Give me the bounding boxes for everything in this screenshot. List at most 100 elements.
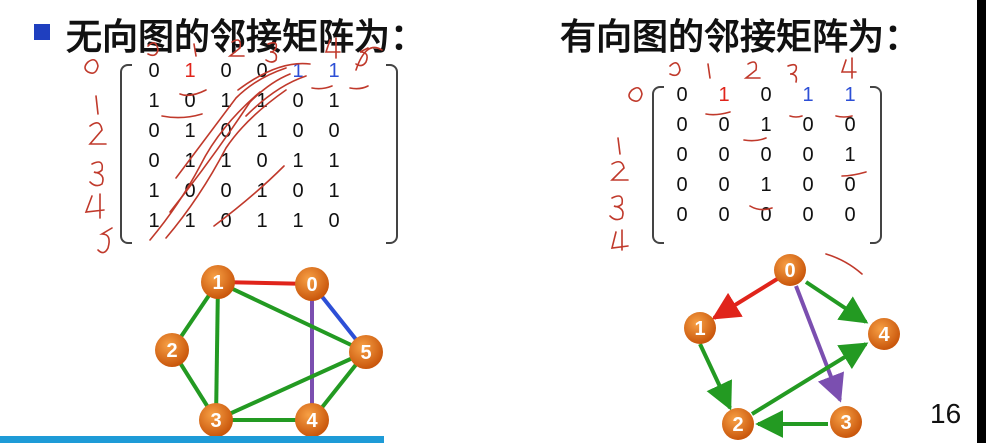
- svg-text:1: 1: [212, 272, 223, 294]
- undirected-matrix-cell-3-0: 0: [148, 150, 160, 172]
- undirected-matrix-cell-1-2: 1: [220, 90, 232, 112]
- directed-matrix-cell-0-1: 1: [718, 84, 730, 106]
- directed-matrix-cell-2-3: 0: [802, 144, 814, 166]
- handwritten-annotations: [84, 37, 867, 275]
- node-3: 3: [199, 403, 233, 437]
- svg-text:0: 0: [306, 274, 317, 296]
- undirected-matrix-cell-3-5: 1: [328, 150, 340, 172]
- undirected-matrix-cell-1-4: 0: [292, 90, 304, 112]
- node-2: 2: [155, 333, 189, 367]
- directed-matrix-cell-1-3: 0: [802, 114, 814, 136]
- undirected-matrix-cell-4-3: 1: [256, 180, 268, 202]
- directed-matrix-cell-4-0: 0: [676, 204, 688, 226]
- undirected-matrix-cell-0-1: 1: [184, 60, 196, 82]
- undirected-matrix-cell-5-3: 1: [256, 210, 268, 232]
- svg-text:5: 5: [360, 342, 371, 364]
- svg-text:4: 4: [306, 410, 318, 432]
- node-0: 0: [774, 254, 806, 286]
- directed-matrix-cell-4-4: 0: [844, 204, 856, 226]
- undirected-matrix-cell-1-1: 0: [184, 90, 196, 112]
- undirected-matrix-cell-2-2: 0: [220, 120, 232, 142]
- directed-heading: 有向图的邻接矩阵为：: [560, 17, 921, 58]
- arc-0-4: [804, 280, 869, 324]
- edge-1-3: [214, 281, 220, 421]
- directed-matrix-left-bracket: [652, 86, 664, 244]
- undirected-matrix-cell-0-3: 0: [256, 60, 268, 82]
- node-1: 1: [684, 312, 716, 344]
- svg-text:1: 1: [694, 318, 705, 340]
- svg-text:3: 3: [840, 412, 851, 434]
- directed-matrix-cell-2-4: 1: [844, 144, 856, 166]
- directed-matrix-cell-0-3: 1: [802, 84, 814, 106]
- directed-matrix-right-bracket: [870, 86, 882, 244]
- undirected-matrix-cell-5-4: 1: [292, 210, 304, 232]
- edge-3-5: [215, 350, 367, 422]
- undirected-matrix-cell-2-5: 0: [328, 120, 340, 142]
- node-0: 0: [295, 267, 329, 301]
- svg-text:3: 3: [210, 410, 221, 432]
- undirected-matrix-cell-2-3: 1: [256, 120, 268, 142]
- node-1: 1: [201, 265, 235, 299]
- directed-matrix-cell-2-1: 0: [718, 144, 730, 166]
- undirected-matrix-cell-1-5: 1: [328, 90, 340, 112]
- node-4: 4: [868, 318, 900, 350]
- bottom-accent-bar: [0, 436, 384, 443]
- node-3: 3: [830, 406, 862, 438]
- undirected-matrix-cell-2-4: 0: [292, 120, 304, 142]
- node-5: 5: [349, 335, 383, 369]
- directed-matrix-cell-3-4: 0: [844, 174, 856, 196]
- directed-matrix-cell-0-4: 1: [844, 84, 856, 106]
- undirected-graph: 0 1 2 3 4 5: [155, 265, 383, 437]
- undirected-matrix-cell-5-0: 1: [148, 210, 160, 232]
- directed-matrix-cell-4-3: 0: [802, 204, 814, 226]
- directed-graph: 0 1 2 3 4: [684, 254, 900, 440]
- undirected-matrix-cell-3-3: 0: [256, 150, 268, 172]
- right-edge-bar: [977, 0, 986, 443]
- svg-text:4: 4: [878, 324, 890, 346]
- directed-matrix-cell-0-2: 0: [760, 84, 772, 106]
- node-2: 2: [722, 408, 754, 440]
- node-4: 4: [295, 403, 329, 437]
- directed-matrix-cell-2-0: 0: [676, 144, 688, 166]
- undirected-matrix-cell-3-2: 1: [220, 150, 232, 172]
- directed-matrix-cell-0-0: 0: [676, 84, 688, 106]
- arc-0-1: [711, 274, 784, 320]
- undirected-matrix-cell-5-1: 1: [184, 210, 196, 232]
- directed-matrix-cell-4-1: 0: [718, 204, 730, 226]
- directed-matrix-cell-1-1: 0: [718, 114, 730, 136]
- undirected-matrix-cell-2-0: 0: [148, 120, 160, 142]
- undirected-matrix-cell-3-4: 1: [292, 150, 304, 172]
- svg-text:2: 2: [166, 340, 177, 362]
- directed-matrix-cell-3-2: 1: [760, 174, 772, 196]
- directed-matrix-cell-3-3: 0: [802, 174, 814, 196]
- directed-matrix-cell-1-0: 0: [676, 114, 688, 136]
- undirected-matrix-cell-4-5: 1: [328, 180, 340, 202]
- undirected-matrix-left-bracket: [120, 64, 132, 244]
- undirected-matrix-cell-5-5: 0: [328, 210, 340, 232]
- undirected-matrix-cell-5-2: 0: [220, 210, 232, 232]
- svg-text:2: 2: [732, 414, 743, 436]
- page-number: 16: [930, 398, 962, 429]
- undirected-matrix-cell-4-2: 0: [220, 180, 232, 202]
- undirected-matrix-cell-0-2: 0: [220, 60, 232, 82]
- square-bullet-icon: [34, 24, 50, 40]
- directed-matrix-cell-1-4: 0: [844, 114, 856, 136]
- arc-1-2: [698, 343, 732, 411]
- undirected-matrix-cell-4-0: 1: [148, 180, 160, 202]
- undirected-matrix-right-bracket: [386, 64, 398, 244]
- directed-matrix-cell-3-1: 0: [718, 174, 730, 196]
- edge-1-5: [217, 280, 367, 354]
- directed-matrix-cell-1-2: 1: [760, 114, 772, 136]
- undirected-matrix-cell-0-5: 1: [328, 60, 340, 82]
- undirected-matrix-cell-4-1: 0: [184, 180, 196, 202]
- directed-matrix-cell-2-2: 0: [760, 144, 772, 166]
- arc-0-3: [794, 285, 844, 403]
- undirected-matrix-cell-4-4: 0: [292, 180, 304, 202]
- directed-matrix-cell-3-0: 0: [676, 174, 688, 196]
- undirected-matrix-cell-2-1: 1: [184, 120, 196, 142]
- undirected-matrix-cell-1-0: 1: [148, 90, 160, 112]
- arc-2-4: [750, 342, 869, 416]
- undirected-matrix-cell-0-0: 0: [148, 60, 160, 82]
